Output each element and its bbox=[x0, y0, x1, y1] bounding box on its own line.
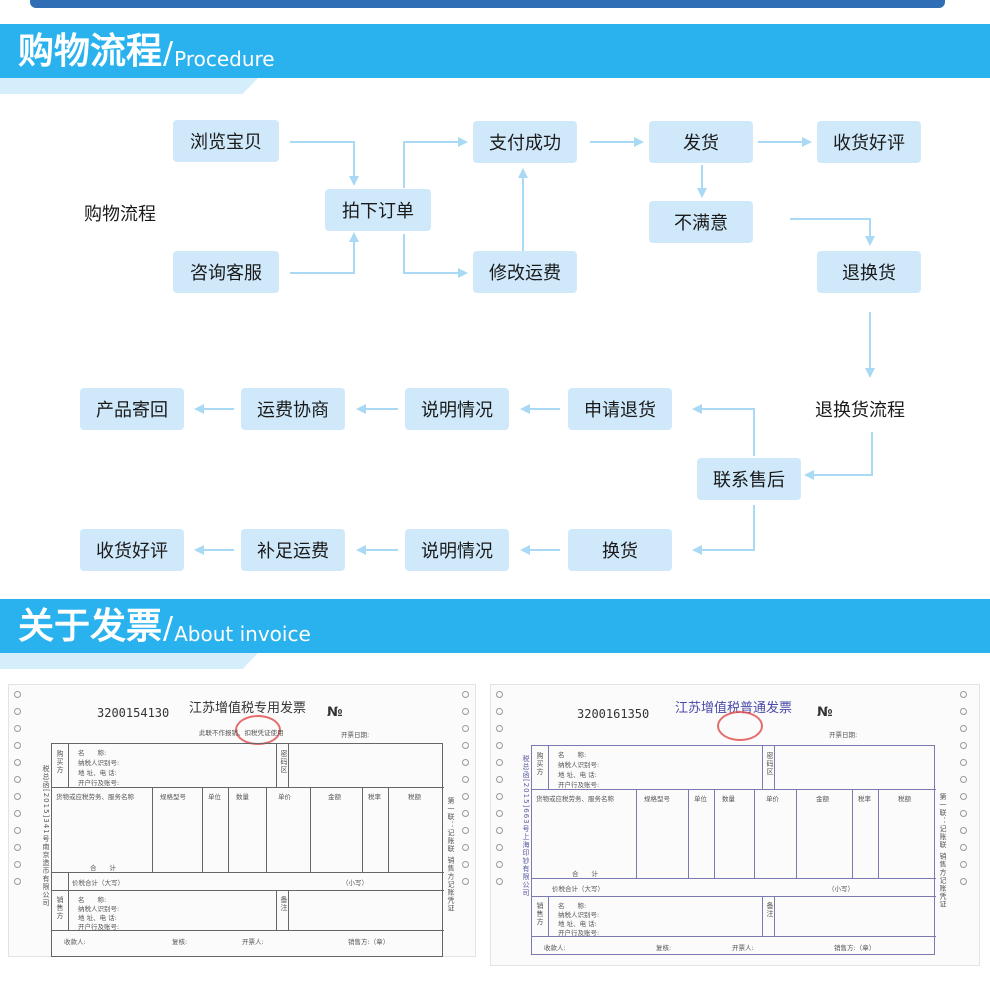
node-receive-review-2: 收货好评 bbox=[80, 529, 184, 571]
node-explain-2: 说明情况 bbox=[405, 529, 509, 571]
node-ship: 发货 bbox=[649, 121, 753, 163]
node-modify-fee: 修改运费 bbox=[473, 251, 577, 293]
section-title: 关于发票 bbox=[18, 607, 162, 647]
perforation-left bbox=[11, 691, 23, 895]
section-subtitle: About invoice bbox=[174, 621, 311, 647]
arrow-consult-order bbox=[290, 234, 354, 273]
invoice-side-note: 第一联：记账联 销售方记账凭证 bbox=[938, 793, 948, 908]
invoice-table: 购买方 名 称: 纳税人识别号: 地 址、电 话: 开户行及账号: 密码区 货物… bbox=[531, 745, 935, 955]
node-contact-service: 联系售后 bbox=[697, 458, 801, 500]
perforation-left bbox=[493, 691, 505, 895]
invoice-number: 3200161350 bbox=[577, 707, 649, 721]
invoice-no-symbol: № bbox=[817, 705, 833, 720]
flow-label-shopping: 购物流程 bbox=[84, 200, 156, 226]
arrow-browse-order bbox=[290, 142, 354, 184]
invoice-left-code: 税总函[2015]663号上海印钞有限公司 bbox=[521, 755, 531, 897]
node-product-return: 产品寄回 bbox=[80, 388, 184, 430]
node-fee-negotiate: 运费协商 bbox=[241, 388, 345, 430]
arrow-order-modify bbox=[404, 234, 466, 273]
arrow-contact-exchange bbox=[694, 505, 754, 550]
node-apply-return: 申请退货 bbox=[568, 388, 672, 430]
invoice-title: 江苏增值税专用发票 bbox=[189, 697, 306, 716]
node-receive-review: 收货好评 bbox=[817, 121, 921, 163]
node-pay-fee: 补足运费 bbox=[241, 529, 345, 571]
invoice-vat-special: 税总函[2015]341号南京造币有限公司 3200154130 江苏增值税专用… bbox=[8, 684, 476, 957]
invoice-number: 3200154130 bbox=[97, 706, 169, 720]
node-order: 拍下订单 bbox=[325, 189, 431, 231]
arrow-return-contact bbox=[806, 432, 872, 475]
invoice-vat-normal: 税总函[2015]663号上海印钞有限公司 3200161350 江苏增值税普通… bbox=[490, 684, 980, 966]
arrow-contact-apply bbox=[694, 409, 754, 456]
banner-tail bbox=[0, 653, 258, 669]
perforation-right bbox=[957, 691, 969, 895]
arrow-unsatisfied-return bbox=[790, 219, 870, 244]
node-browse: 浏览宝贝 bbox=[173, 120, 279, 162]
invoice-side-note: 第一联：记账联 销售方记账凭证 bbox=[446, 797, 456, 912]
node-consult: 咨询客服 bbox=[173, 251, 279, 293]
tax-stamp bbox=[717, 711, 763, 741]
node-explain-1: 说明情况 bbox=[405, 388, 509, 430]
invoice-table: 购买方 名 称: 纳税人识别号: 地 址、电 话: 开户行及账号: 密码区 货物… bbox=[51, 743, 443, 957]
invoice-date-label: 开票日期: bbox=[829, 729, 857, 739]
invoice-no-symbol: № bbox=[327, 705, 343, 720]
invoice-date-label: 开票日期: bbox=[341, 729, 369, 739]
section-banner-invoice: 关于发票 / About invoice bbox=[0, 599, 990, 653]
node-unsatisfied: 不满意 bbox=[649, 201, 753, 243]
invoice-left-code: 税总函[2015]341号南京造币有限公司 bbox=[41, 765, 51, 907]
perforation-right bbox=[459, 691, 471, 895]
flow-label-return: 退换货流程 bbox=[815, 396, 905, 422]
node-exchange: 换货 bbox=[568, 529, 672, 571]
arrow-order-pay bbox=[404, 142, 466, 188]
node-return: 退换货 bbox=[817, 251, 921, 293]
invoice-note: 此联不作报销、扣税凭证使用 bbox=[199, 727, 284, 737]
flow-arrows bbox=[0, 0, 990, 600]
node-pay: 支付成功 bbox=[473, 121, 577, 163]
